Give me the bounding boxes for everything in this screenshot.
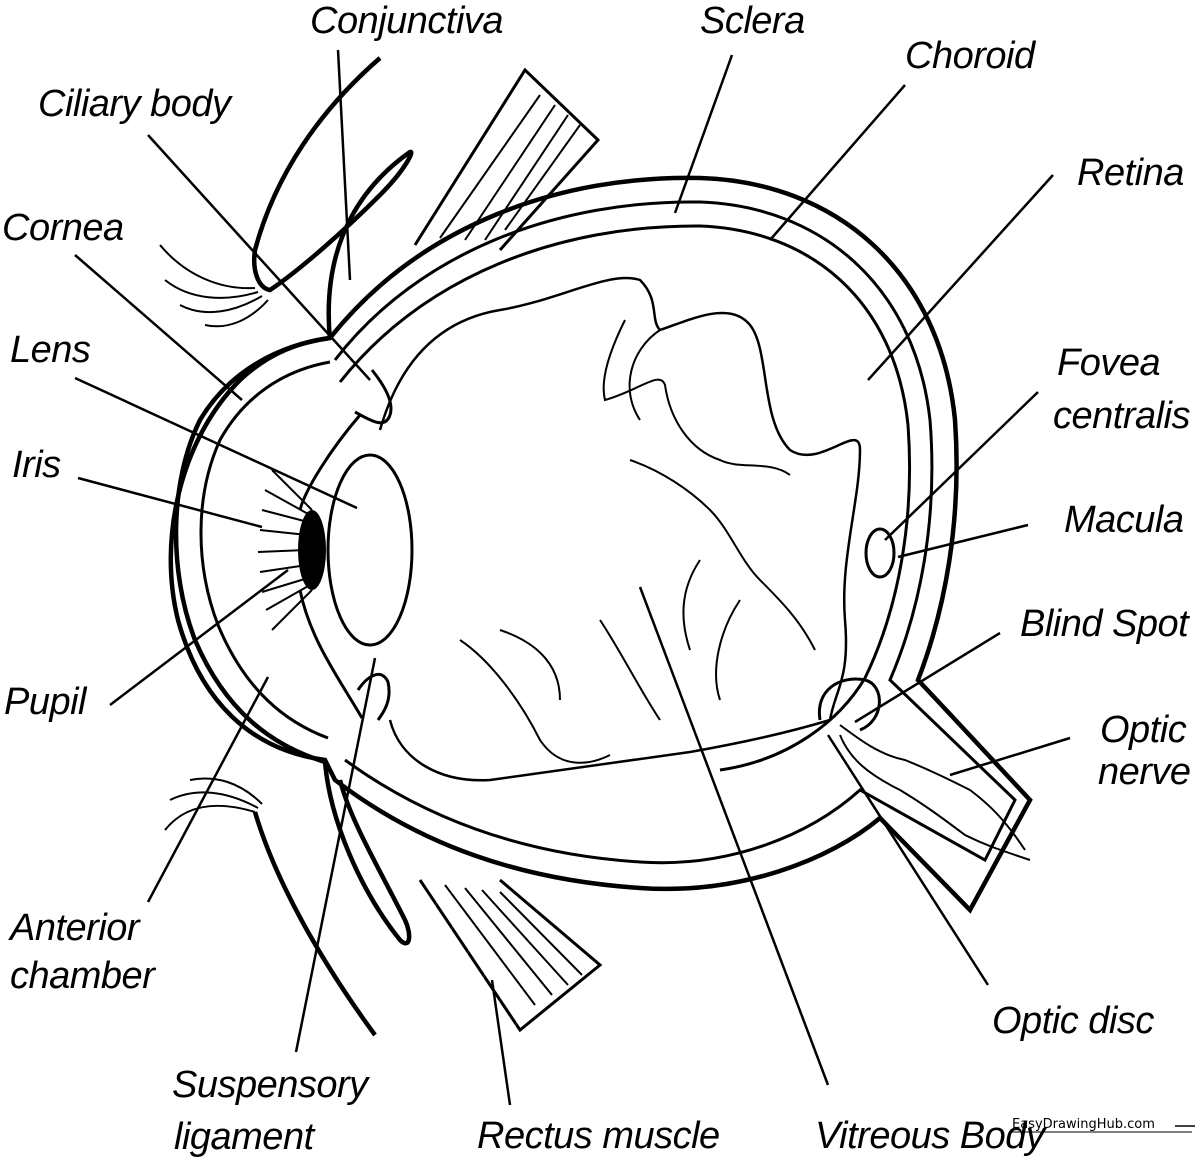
leader-optic-nerve <box>949 736 1071 777</box>
label-retina: Retina <box>1077 152 1184 194</box>
pupil-shape <box>298 510 326 590</box>
sclera-outline <box>168 175 1033 914</box>
label-sclera: Sclera <box>700 0 805 42</box>
label-vitreous-body: Vitreous Body <box>815 1115 1047 1157</box>
choroid-outline <box>333 200 1017 865</box>
cornea-inner <box>199 360 331 740</box>
rectus-muscles <box>413 67 603 1033</box>
label-conjunctiva: Conjunctiva <box>310 0 503 42</box>
label-lens: Lens <box>10 329 91 371</box>
label-suspensory-1: Suspensory <box>172 1064 370 1106</box>
leader-anterior <box>146 676 270 903</box>
leader-fovea <box>884 391 1039 541</box>
label-rectus-muscle: Rectus muscle <box>477 1115 720 1157</box>
leader-lines <box>74 49 1071 1106</box>
macula-shape <box>864 527 896 579</box>
leader-sclera <box>673 54 734 214</box>
leader-vitreous <box>638 586 830 1086</box>
ciliary-lower <box>356 672 391 721</box>
optic-nerve-fibres <box>839 724 1026 851</box>
leader-iris <box>77 476 263 529</box>
leader-cornea <box>74 254 243 401</box>
leader-lens <box>74 376 358 510</box>
leader-blind-spot <box>854 631 1001 724</box>
leader-choroid <box>769 84 906 241</box>
label-optic-nerve-2: nerve <box>1098 751 1191 793</box>
label-optic-disc: Optic disc <box>992 1000 1154 1042</box>
watermark-text: EasyDrawingHub.com <box>1012 1117 1155 1132</box>
retina-outline <box>338 224 912 772</box>
leader-optic-disc <box>826 734 990 986</box>
label-macula: Macula <box>1064 499 1184 541</box>
label-cornea: Cornea <box>2 207 124 249</box>
label-suspensory-2: ligament <box>174 1116 316 1158</box>
posterior-structures <box>817 527 1031 861</box>
anterior-structures <box>257 369 414 721</box>
label-ciliary-body: Ciliary body <box>38 83 233 125</box>
ciliary-upper <box>354 369 393 425</box>
leader-rectus <box>490 979 512 1106</box>
label-fovea-1: Fovea <box>1057 342 1160 384</box>
label-anterior-1: Anterior <box>8 907 141 949</box>
label-pupil: Pupil <box>4 681 88 723</box>
upper-eyelid <box>159 56 414 341</box>
label-iris: Iris <box>12 444 61 486</box>
leader-pupil <box>109 569 289 706</box>
lens-shape <box>326 453 414 647</box>
iris-lower <box>298 589 364 719</box>
leader-macula <box>897 523 1029 559</box>
iris-upper <box>298 414 362 511</box>
label-blind-spot: Blind Spot <box>1020 603 1190 645</box>
optic-disc-shape <box>817 677 881 732</box>
lower-eyelid <box>164 761 412 1037</box>
leader-ciliary <box>147 134 371 381</box>
cornea-outer <box>173 335 331 765</box>
watermark: EasyDrawingHub.com <box>1010 1117 1195 1133</box>
vitreous-body <box>378 276 862 782</box>
label-fovea-2: centralis <box>1053 395 1190 437</box>
leader-retina <box>867 174 1054 381</box>
label-anterior-2: chamber <box>10 955 156 997</box>
label-choroid: Choroid <box>905 35 1037 77</box>
leader-suspensory <box>294 657 377 1053</box>
label-optic-nerve-1: Optic <box>1100 709 1187 751</box>
leader-conjunctiva <box>336 49 352 281</box>
eyeball <box>168 175 1033 914</box>
